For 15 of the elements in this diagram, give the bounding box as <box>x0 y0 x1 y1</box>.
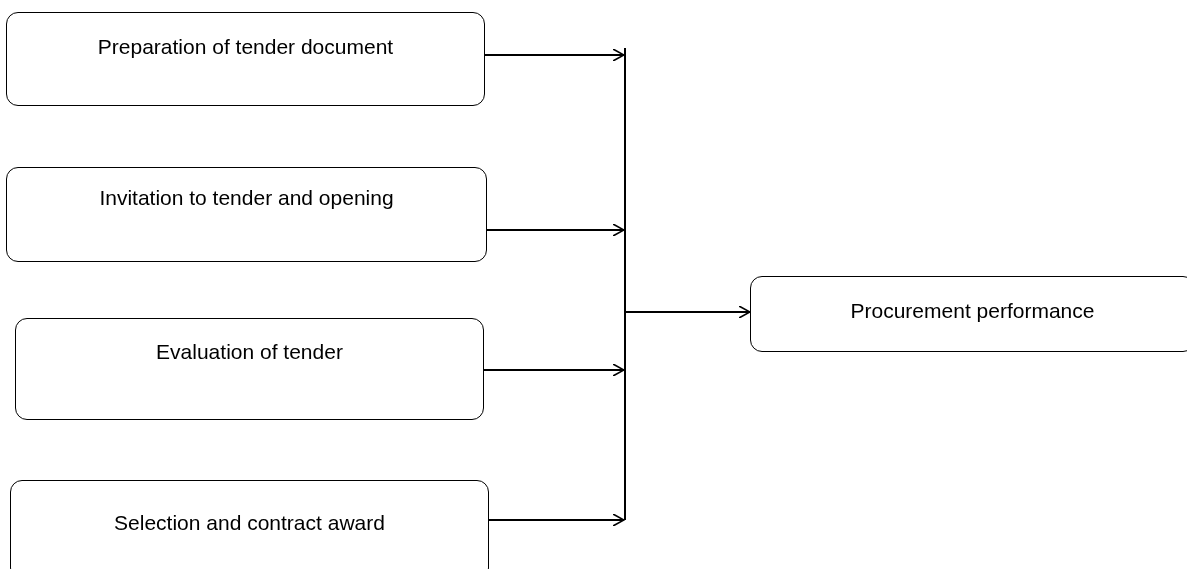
box-label: Procurement performance <box>850 299 1095 323</box>
process-box <box>15 318 484 420</box>
arrow <box>625 305 751 319</box>
arrow <box>484 48 625 62</box>
process-box <box>750 276 1187 352</box>
arrow <box>488 513 625 527</box>
arrow <box>486 223 625 237</box>
process-box <box>10 480 489 569</box>
box-label: Invitation to tender and opening <box>99 186 394 210</box>
process-box <box>6 167 487 262</box>
arrow <box>483 363 625 377</box>
box-label: Preparation of tender document <box>97 35 394 59</box>
box-label: Evaluation of tender <box>156 340 343 364</box>
process-box <box>6 12 485 106</box>
box-label: Selection and contract award <box>114 511 385 535</box>
